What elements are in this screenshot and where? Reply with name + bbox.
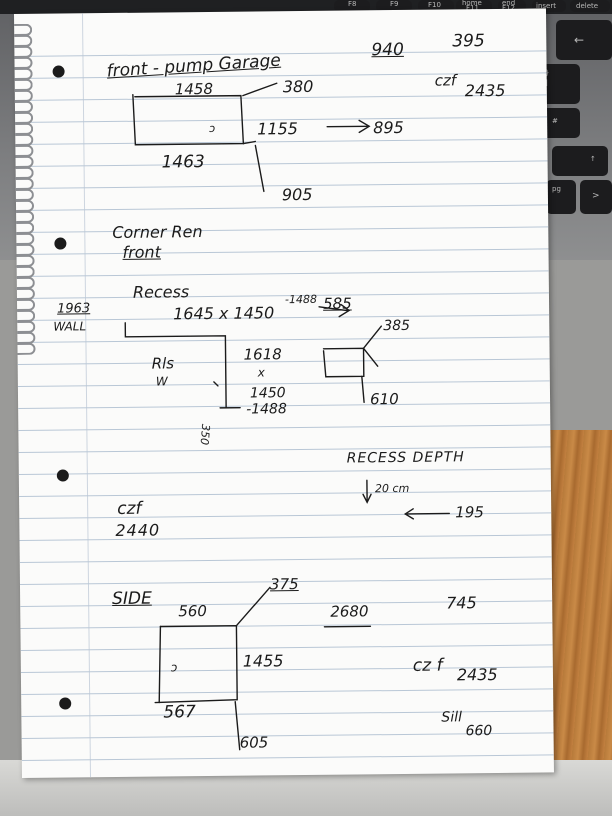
note-corner-right-top: 385 <box>383 317 411 335</box>
note-czf-side-value: 2435 <box>456 664 498 685</box>
front-box-sketch <box>132 82 371 193</box>
note-front-top-right: 380 <box>282 76 314 97</box>
side-box-sketch <box>154 586 372 751</box>
note-corner-height: 1618 <box>243 345 282 364</box>
note-side-bottom: 567 <box>163 702 196 723</box>
note-czf-side: cz f <box>412 655 443 676</box>
note-side-height: 1455 <box>242 651 284 671</box>
note-recess-label: Recess <box>132 282 190 302</box>
note-side-top: 560 <box>178 602 207 621</box>
note-corner-sub1: 1450 <box>249 385 286 402</box>
recess-depth-arrows <box>362 479 450 520</box>
note-side-bottom-right: 605 <box>239 733 269 752</box>
key-f8[interactable]: F8 <box>334 0 370 12</box>
note-side-label: SIDE <box>112 588 152 610</box>
note-side-mark: ɔ <box>170 660 178 675</box>
note-czf-front-value: 2435 <box>464 80 506 101</box>
note-rls: Rls <box>151 354 175 373</box>
note-corner-x: x <box>257 365 265 380</box>
note-front-bottom-width: 1463 <box>161 152 205 173</box>
note-czf-front: czf <box>434 71 457 90</box>
corner-sketch <box>124 303 382 409</box>
note-recess-right: 585 <box>322 294 352 313</box>
note-front-height: 1155 <box>257 119 299 139</box>
sketch-drawings <box>124 82 450 751</box>
note-corner-bottom: 610 <box>369 389 399 409</box>
notebook-page: 940 395 front - pump Garage czf 2435 145… <box>14 8 554 778</box>
key-pgup[interactable]: pg <box>546 180 576 214</box>
note-recess-dims: 1645 x 1450 <box>173 303 275 324</box>
note-corner-title: Corner Ren <box>112 222 203 242</box>
note-top-395: 395 <box>452 31 485 52</box>
note-recess-depth: RECESS DEPTH <box>346 449 465 467</box>
note-wall-label: WALL <box>53 319 87 334</box>
note-top-940: 940 <box>371 39 404 61</box>
note-small-rotated: 350 <box>197 423 213 446</box>
note-front-mark: ɔ <box>209 121 216 135</box>
note-depth-195: 195 <box>455 503 484 522</box>
key-backspace[interactable]: ← <box>556 20 612 60</box>
key-up[interactable]: ↑ <box>552 146 608 176</box>
note-wall-value: 1963 <box>57 301 91 317</box>
note-recess-correction: -1488 <box>284 292 318 307</box>
key-delete[interactable]: delete <box>570 0 610 12</box>
note-w: W <box>155 374 168 389</box>
key-right[interactable]: > <box>580 180 612 214</box>
note-side-745: 745 <box>446 593 477 613</box>
note-side-2680: 2680 <box>330 602 369 621</box>
note-front-arrow-value: 895 <box>373 117 404 138</box>
note-czf-middle-value: 2440 <box>115 520 161 540</box>
note-sill-value: 660 <box>465 723 493 740</box>
note-front-bottom-right: 905 <box>281 184 313 205</box>
note-side-top-right: 375 <box>269 575 299 594</box>
note-corner-front: front <box>122 242 162 262</box>
note-czf-middle: czf <box>117 498 142 519</box>
note-front-top-width: 1458 <box>174 79 214 99</box>
note-sill-label: Sill <box>441 709 463 726</box>
note-depth-20: 20 cm <box>374 481 410 496</box>
note-corner-sub2: -1488 <box>246 401 287 418</box>
